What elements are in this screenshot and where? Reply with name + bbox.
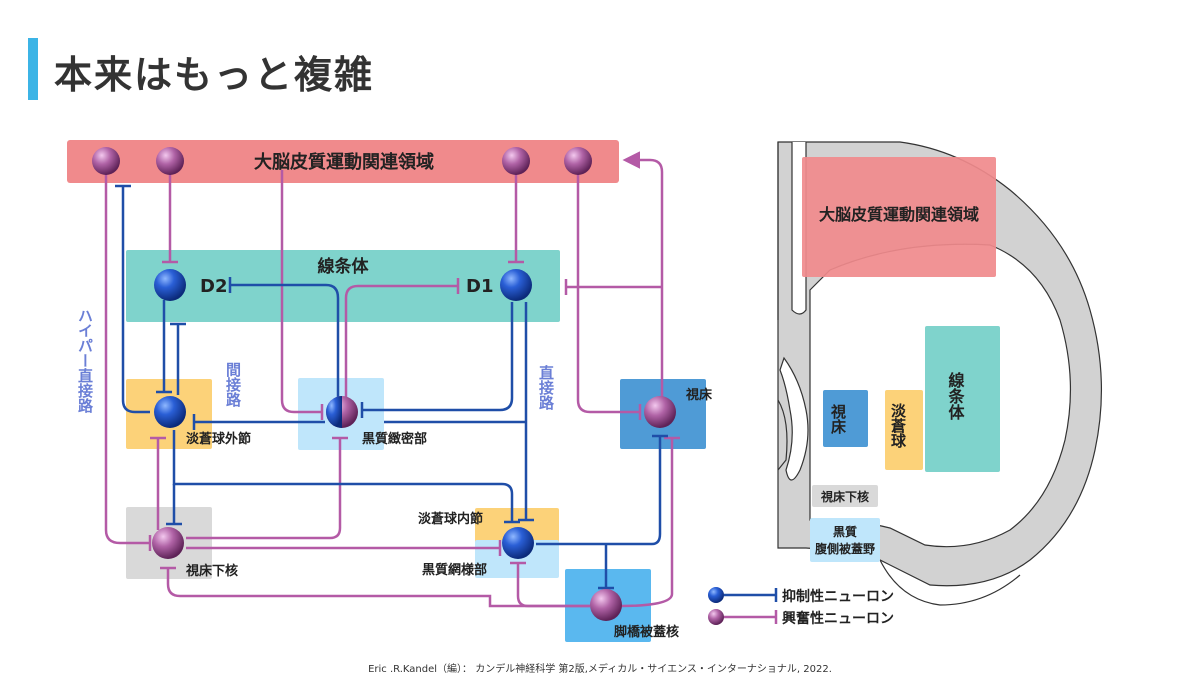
path-gpi-thalamus: [536, 436, 662, 546]
brain-stn-label: 視床下核: [820, 489, 869, 504]
direct-label: 直接路: [537, 364, 555, 410]
thalamus-label: 視床: [685, 387, 713, 403]
snr-label: 黒質網様部: [422, 562, 487, 578]
thalamus-neuron: [644, 396, 676, 428]
gpi-box: [475, 508, 559, 544]
snc-label: 黒質緻密部: [362, 431, 427, 447]
snr-box: [475, 540, 559, 578]
d2-label: D2: [200, 276, 227, 297]
snc-neuron: [326, 396, 358, 428]
legend-inhibitory-icon: [708, 587, 724, 603]
path-snc-d1: [344, 284, 458, 405]
ppn-label: 脚橋被蓋核: [614, 624, 679, 640]
title-accent-bar: [28, 38, 38, 100]
cortex-label: 大脳皮質運動関連領域: [254, 151, 434, 173]
stn-neuron: [152, 527, 184, 559]
brain-sn-region: [810, 518, 880, 562]
gpe-label: 淡蒼球外節: [186, 431, 251, 447]
page-title: 本来はもっと複雑: [54, 53, 375, 97]
d1-neuron: [500, 269, 532, 301]
path-ppn-snr: [516, 563, 590, 608]
citation: Eric .R.Kandel（編）： カンデル神経科学 第2版,メディカル・サイ…: [368, 664, 832, 675]
brain-cortex-label: 大脳皮質運動関連領域: [819, 205, 979, 224]
cortex-box: [67, 140, 619, 183]
cortex-neuron-4: [564, 147, 592, 175]
brain-thalamus-region: [823, 390, 868, 447]
path-snc-d2: [230, 283, 340, 405]
brain-sn-label-1: 黒質: [833, 524, 857, 539]
gpe-neuron: [154, 396, 186, 428]
brain-stn-region: [812, 485, 878, 507]
brain-thalamus-label: 視床: [829, 403, 847, 435]
legend-excitatory-icon: [708, 609, 724, 625]
path-d1-snc: [362, 302, 514, 412]
path-hyperdirect: [104, 170, 150, 545]
brain-gp-region: [885, 390, 923, 470]
brain-cortex-region: [802, 157, 996, 277]
stn-label: 視床下核: [185, 563, 238, 579]
cortex-neuron-2: [156, 147, 184, 175]
gpi-neuron: [502, 527, 534, 559]
path-thalamus-cortex: [622, 151, 664, 412]
path-cortex-snc: [280, 170, 322, 414]
brain-striatum-label: 線条体: [946, 371, 966, 421]
striatum-box: [126, 250, 560, 322]
brain-sn-label-2: 腹側被蓋野: [815, 541, 875, 556]
cortex-neuron-1: [92, 147, 120, 175]
path-gpe-cortex: [121, 186, 150, 414]
indirect-label: 間接路: [224, 362, 242, 407]
path-gpe-gpi: [172, 430, 514, 522]
cortex-neuron-3: [502, 147, 530, 175]
path-cortex-thalamus: [576, 170, 640, 414]
path-ppn-thalamus: [619, 438, 674, 608]
d1-label: D1: [466, 276, 493, 297]
striatum-label: 線条体: [318, 256, 370, 277]
brain-gp-label: 淡蒼球: [889, 403, 907, 449]
legend-inhibitory-label: 抑制性ニューロン: [782, 588, 894, 605]
legend-excitatory-label: 興奮性ニューロン: [782, 610, 894, 627]
hyperdirect-label: ハイパー直接路: [76, 308, 94, 413]
gpi-label: 淡蒼球内節: [418, 511, 483, 527]
d2-neuron: [154, 269, 186, 301]
ppn-neuron: [590, 589, 622, 621]
brain-striatum-region: [925, 326, 1000, 472]
path-stn-snc: [186, 438, 342, 540]
path-ppn-stn: [166, 568, 590, 608]
